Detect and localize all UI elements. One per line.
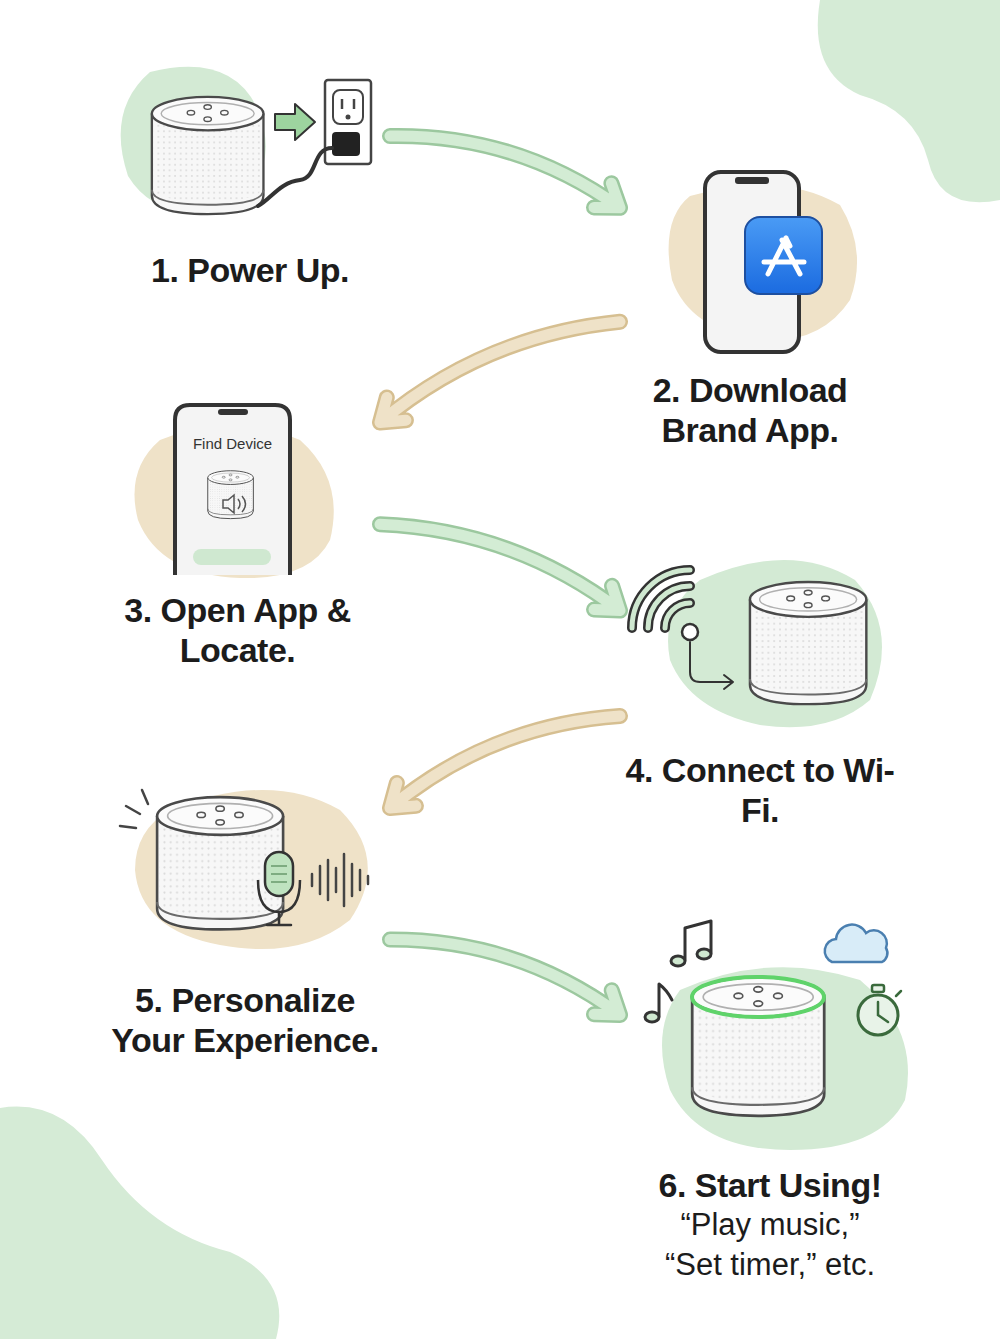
plug-in-arrow: [275, 104, 315, 140]
arrow-fill: [380, 524, 620, 610]
arrow-fill: [390, 136, 620, 208]
arrow-outline: [380, 524, 620, 610]
step-node: 1. Power Up.: [110, 70, 390, 290]
step-title: 1. Power Up.: [151, 250, 349, 290]
arrow-fill: [390, 716, 620, 808]
arrow-fill: [380, 322, 620, 423]
step-example: “Play music,” “Set timer,” etc.: [655, 1205, 885, 1285]
speaker-illustration: [692, 977, 824, 1116]
step-title: 2. Download Brand App.: [620, 370, 880, 450]
speaker-illustration: [750, 582, 866, 704]
flow-arrow: [390, 716, 620, 808]
flow-arrow: [390, 136, 620, 208]
phone-illustration: [175, 405, 290, 575]
flow-arrow: [380, 322, 620, 423]
flow-arrow: [380, 524, 620, 610]
corner-blob: [818, 0, 1000, 202]
arrow-fill: [390, 940, 620, 1015]
flow-arrow: [390, 940, 620, 1015]
backdrop-blob: [134, 425, 333, 578]
backdrop-blob: [662, 967, 908, 1150]
sound-waves: [312, 854, 368, 906]
voice-burst: [120, 790, 148, 828]
wifi-symbol: [632, 570, 733, 689]
step-node: 4. Connect to Wi-Fi.: [620, 545, 900, 830]
step-title: 3. Open App & Locate.: [95, 590, 380, 670]
arrow-outline: [390, 716, 620, 808]
power-plug: [258, 132, 360, 206]
step-title: 6. Start Using!: [659, 1165, 882, 1205]
wall-outlet: [325, 80, 371, 164]
stopwatch-icon: [858, 985, 901, 1035]
corner-blob: [0, 1107, 279, 1339]
microphone-symbol: [258, 852, 300, 925]
step-title: 4. Connect to Wi-Fi.: [620, 750, 900, 830]
step-node: 5. Personalize Your Experience.: [100, 780, 390, 1060]
arrow-outline: [390, 136, 620, 208]
speaker-illustration: [152, 97, 264, 214]
step-node: 6. Start Using!“Play music,” “Set timer,…: [620, 915, 920, 1285]
app-store-icon: [745, 217, 822, 294]
cloud-icon: [825, 925, 888, 962]
screen-label: Find Device: [175, 435, 290, 452]
music-notes: [645, 921, 711, 1022]
arrow-outline: [380, 322, 620, 423]
step-node: 2. Download Brand App.: [620, 165, 880, 450]
step-title: 5. Personalize Your Experience.: [100, 980, 390, 1060]
backdrop-blob: [668, 560, 882, 727]
backdrop-blob: [135, 790, 368, 949]
arrow-outline: [390, 940, 620, 1015]
